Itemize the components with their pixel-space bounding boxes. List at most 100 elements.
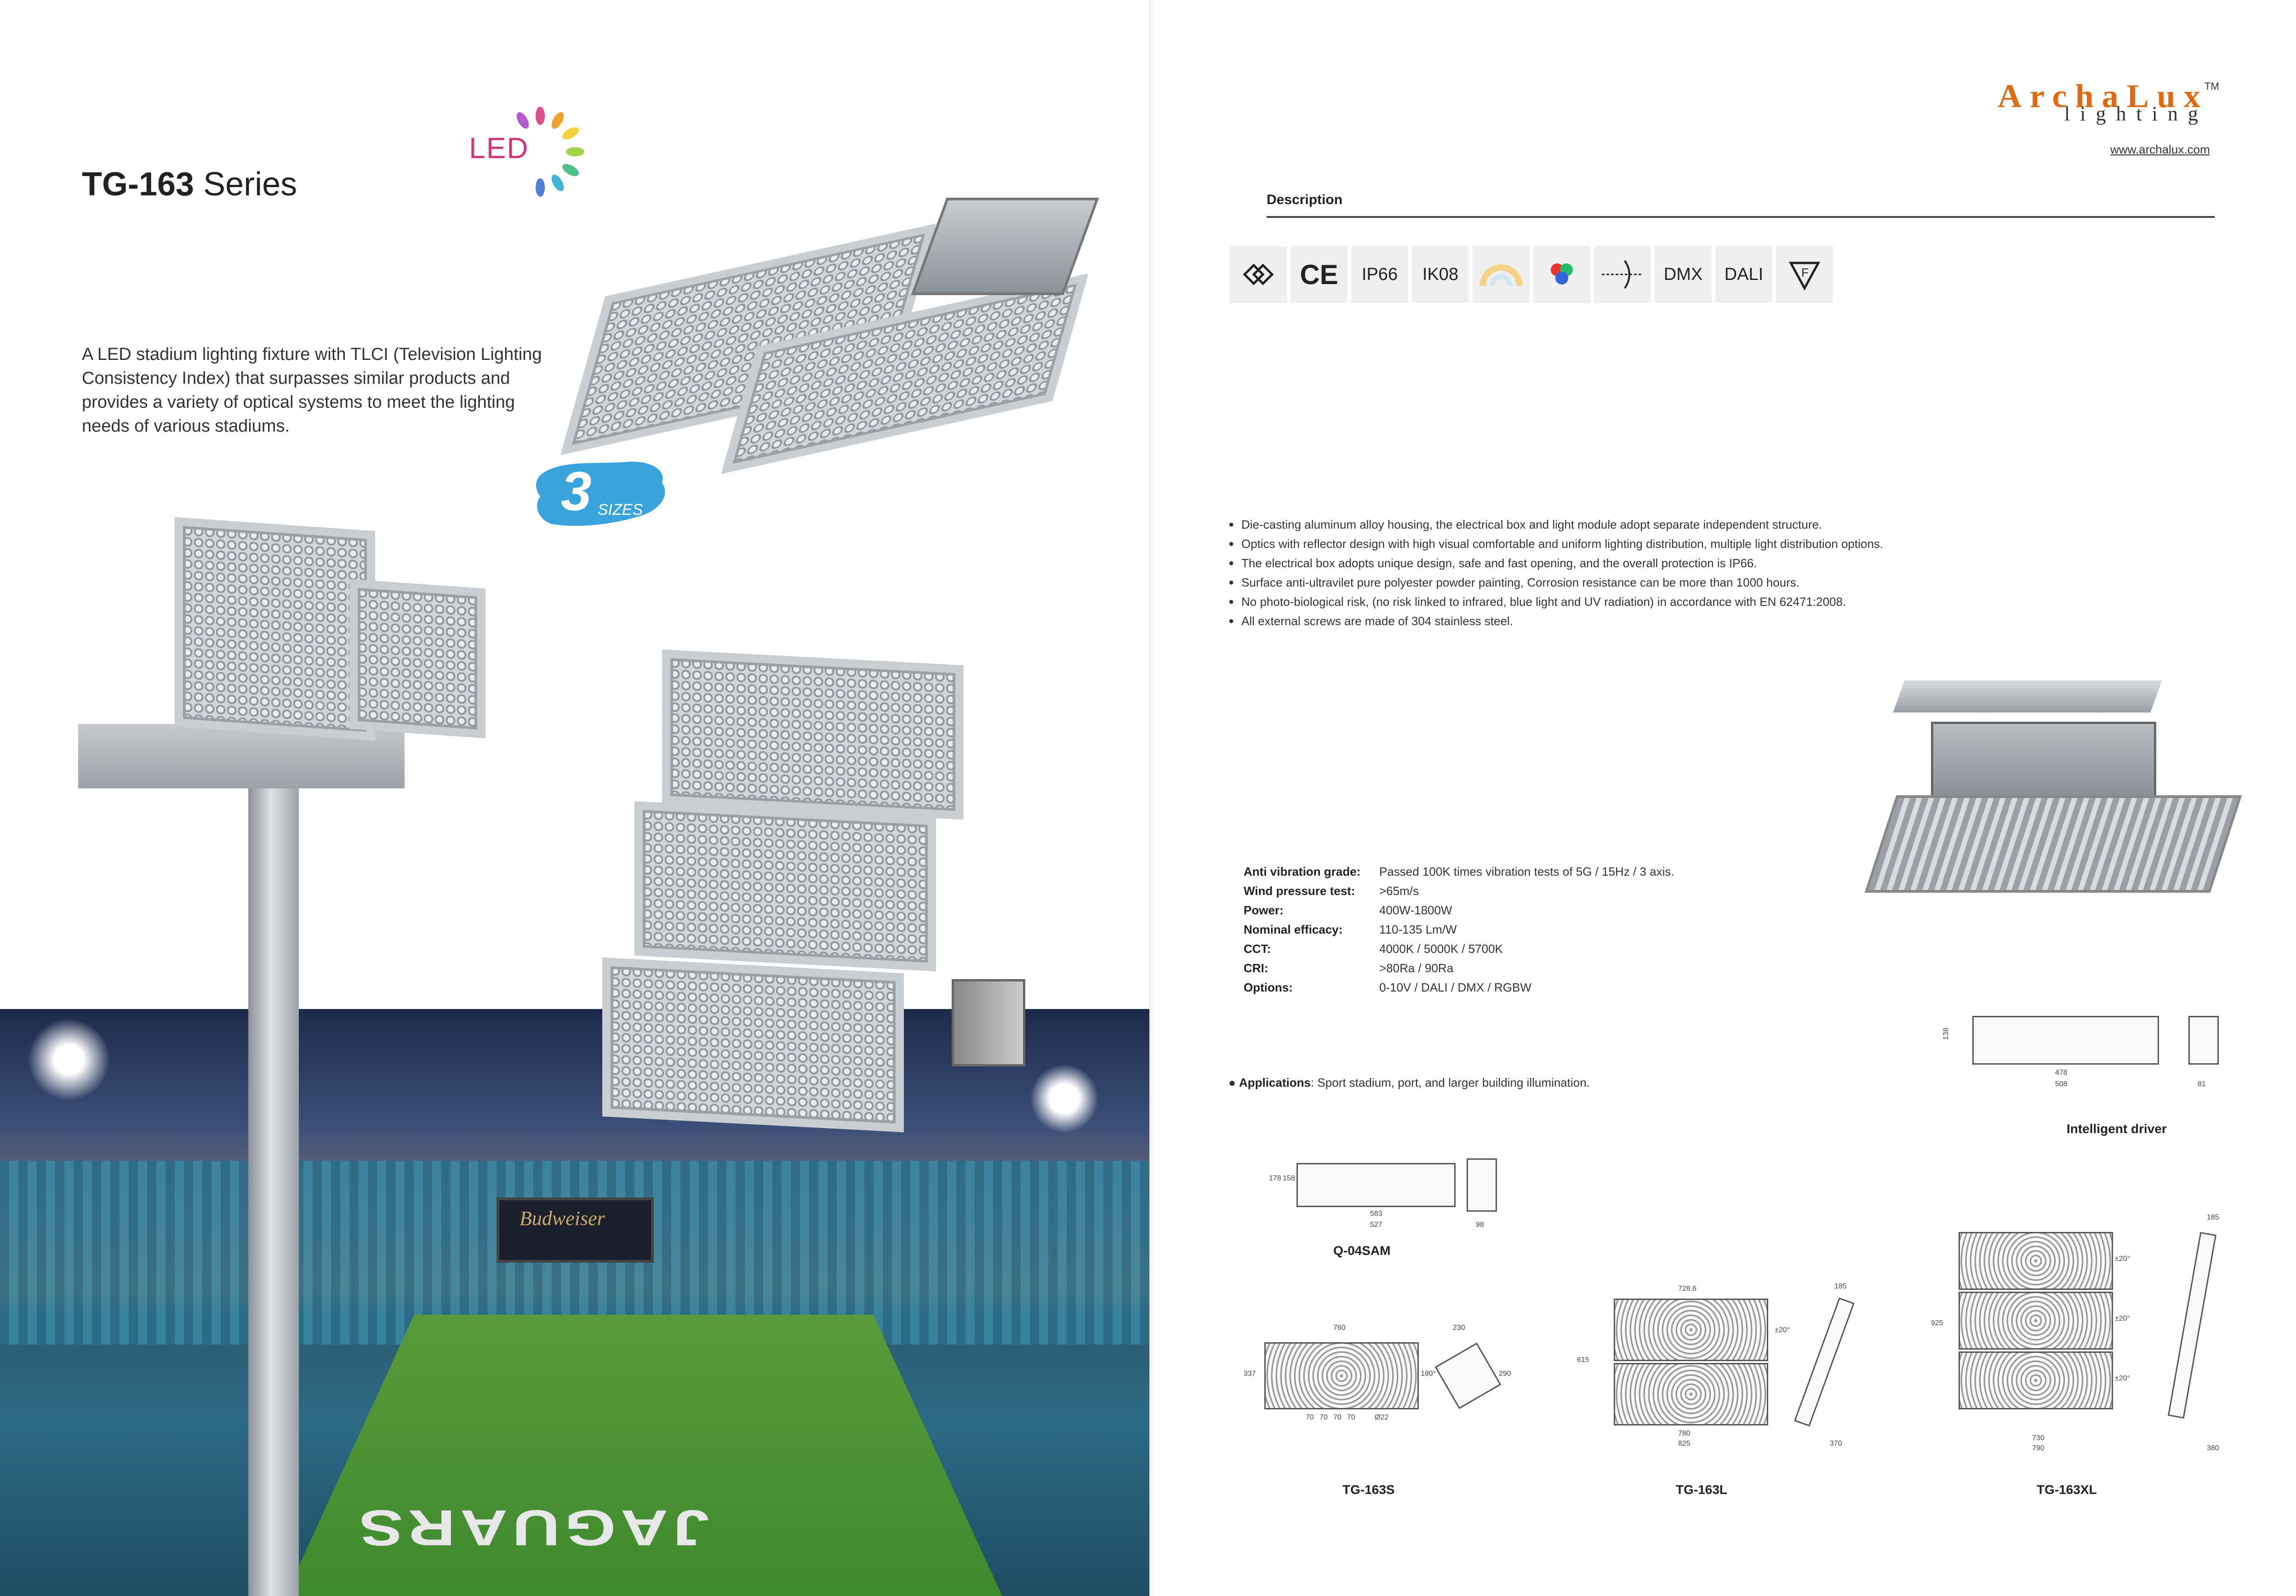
product-photo-back [1862,676,2242,915]
spec-key: CCT: [1244,942,1271,956]
spec-row: Power: 400W-1800W [1244,901,1674,920]
spec-value: Passed 100K times vibration tests of 5G … [1379,865,1674,878]
stadium-sign: Budweiser [520,1207,605,1230]
product-photo-top [560,184,1099,474]
feature-item: Optics with reflector design with high v… [1228,534,2010,553]
tg163l-label: TG-163L [1676,1482,1728,1497]
spec-key: Wind pressure test: [1244,884,1355,898]
dim-label: 290 [1499,1370,1511,1378]
page-title: TG-163 Series [82,165,297,203]
pole-fixture-left [175,517,375,741]
q04-drawing: 178 158 583 527 98 [1260,1154,1517,1237]
title-series: Series [194,166,297,203]
tg163s-drawing: 760 230 337 290 180° 70 70 70 70 Ø22 [1237,1319,1513,1439]
feature-item: All external screws are made of 304 stai… [1228,611,2010,631]
spec-row: CRI: >80Ra / 90Ra [1244,958,1674,978]
title-model: TG-163 [82,166,194,203]
applications-line: ● Applications: Sport stadium, port, and… [1228,1076,1590,1089]
spec-value: 400W-1800W [1379,903,1452,917]
dim-label: 81 [2198,1080,2206,1088]
spec-key: Nominal efficacy: [1244,923,1343,936]
spec-table: Anti vibration grade: Passed 100K times v… [1244,862,1674,997]
spec-key: Power: [1244,903,1284,917]
tg163s-label: TG-163S [1342,1482,1395,1497]
dim-label: 70 [1347,1414,1355,1421]
dim-label: 790 [2032,1444,2045,1452]
intro-paragraph: A LED stadium lighting fixture with TLCI… [82,345,542,436]
dim-label: 583 [1370,1210,1382,1218]
football-field [285,1315,1002,1596]
ip66-badge: IP66 [1351,246,1408,303]
led-badge-text: LED [469,131,529,165]
spec-key: CRI: [1244,961,1268,975]
website-link[interactable]: www.archalux.com [2110,142,2210,156]
spec-row: Options: 0-10V / DALI / DMX / RGBW [1244,978,1674,997]
dim-label: 70 [1319,1414,1328,1421]
dim-label: 925 [1931,1319,1943,1327]
dim-label: 337 [1244,1370,1256,1378]
dmx-badge: DMX [1655,246,1712,303]
dim-label: 825 [1678,1440,1691,1448]
pole-fixture-right [349,579,485,739]
dim-label: 615 [1577,1356,1589,1364]
tg163xl-label: TG-163XL [2037,1482,2097,1497]
spec-row: Wind pressure test: >65m/s [1244,881,1674,901]
feature-item: No photo-biological risk, (no risk linke… [1228,592,2010,611]
dim-label: 730 [2032,1434,2045,1442]
tg163l-drawing: 728.6 780 825 615 185 370 ±20° [1572,1278,1857,1453]
brand-logo: ArchaLux [1998,78,2209,114]
dim-label: 138 [1942,1027,1950,1040]
dim-label: 98 [1476,1221,1484,1229]
spec-value: >65m/s [1379,884,1419,898]
dim-label: 760 [1333,1324,1346,1332]
sizes-number: 3 [561,461,592,522]
feature-item: Surface anti-ultravilet pure polyester p… [1228,573,2010,592]
beam-icon [1594,246,1651,303]
spec-value: 4000K / 5000K / 5700K [1379,942,1503,956]
spec-value: 110-135 Lm/W [1379,923,1457,936]
dim-label: 478 [2055,1069,2068,1077]
light-pole [248,781,299,1596]
feature-item: Die-casting aluminum alloy housing, the … [1228,515,2010,534]
dali-badge: DALI [1715,246,1772,303]
led-badge-icon [516,107,584,197]
dim-label: ±20° [2115,1315,2130,1322]
spec-key: Anti vibration grade: [1244,865,1361,878]
dim-label: 185 [1834,1282,1847,1290]
dim-label: 527 [1370,1221,1382,1229]
f-mark-icon: F [1776,246,1833,303]
dim-label: ±20° [2115,1374,2130,1382]
spec-row: Anti vibration grade: Passed 100K times v… [1244,862,1674,881]
applications-text: : Sport stadium, port, and larger buildi… [1310,1076,1590,1089]
certification-row: CE IP66 IK08 DMX DALI F [1230,246,1833,303]
description-divider [1267,216,2215,218]
dim-label: 158 [1283,1174,1295,1182]
dim-label: 70 [1333,1414,1342,1421]
dim-label: 70 [1306,1414,1314,1421]
spec-key: Options: [1244,980,1293,994]
spec-value: >80Ra / 90Ra [1379,961,1454,975]
spec-value: 0-10V / DALI / DMX / RGBW [1379,980,1531,994]
left-page: TG-163 Series LED A LED stadium lighting… [0,107,1149,1596]
dim-label: ±20° [1775,1326,1790,1334]
trademark: TM [2205,80,2219,92]
ce-mark: CE [1291,246,1348,303]
applications-label: Applications [1239,1076,1311,1089]
q04-label: Q-04SAM [1333,1243,1391,1258]
svg-text:F: F [1801,266,1809,279]
feature-item: The electrical box adopts unique design,… [1228,553,2010,573]
field-logo-text: JAGUARS [354,1499,709,1556]
rgb-icon [1533,246,1590,303]
dim-label: 370 [1830,1440,1842,1448]
dim-label: Ø22 [1375,1414,1389,1421]
tg163xl-drawing: ±20° ±20° ±20° 925 730 790 185 380 [1926,1209,2239,1466]
sizes-word: SIZES [598,501,643,519]
page-fold [1149,0,1154,1596]
feature-list: Die-casting aluminum alloy housing, the … [1228,515,2010,631]
cct-icon [1473,246,1530,303]
driver-label: Intelligent driver [2067,1122,2167,1136]
dim-label: 780 [1678,1430,1691,1437]
dim-label: 728.6 [1678,1285,1697,1293]
sizes-badge-icon [536,462,665,526]
spec-row: CCT: 4000K / 5000K / 5700K [1244,939,1674,958]
